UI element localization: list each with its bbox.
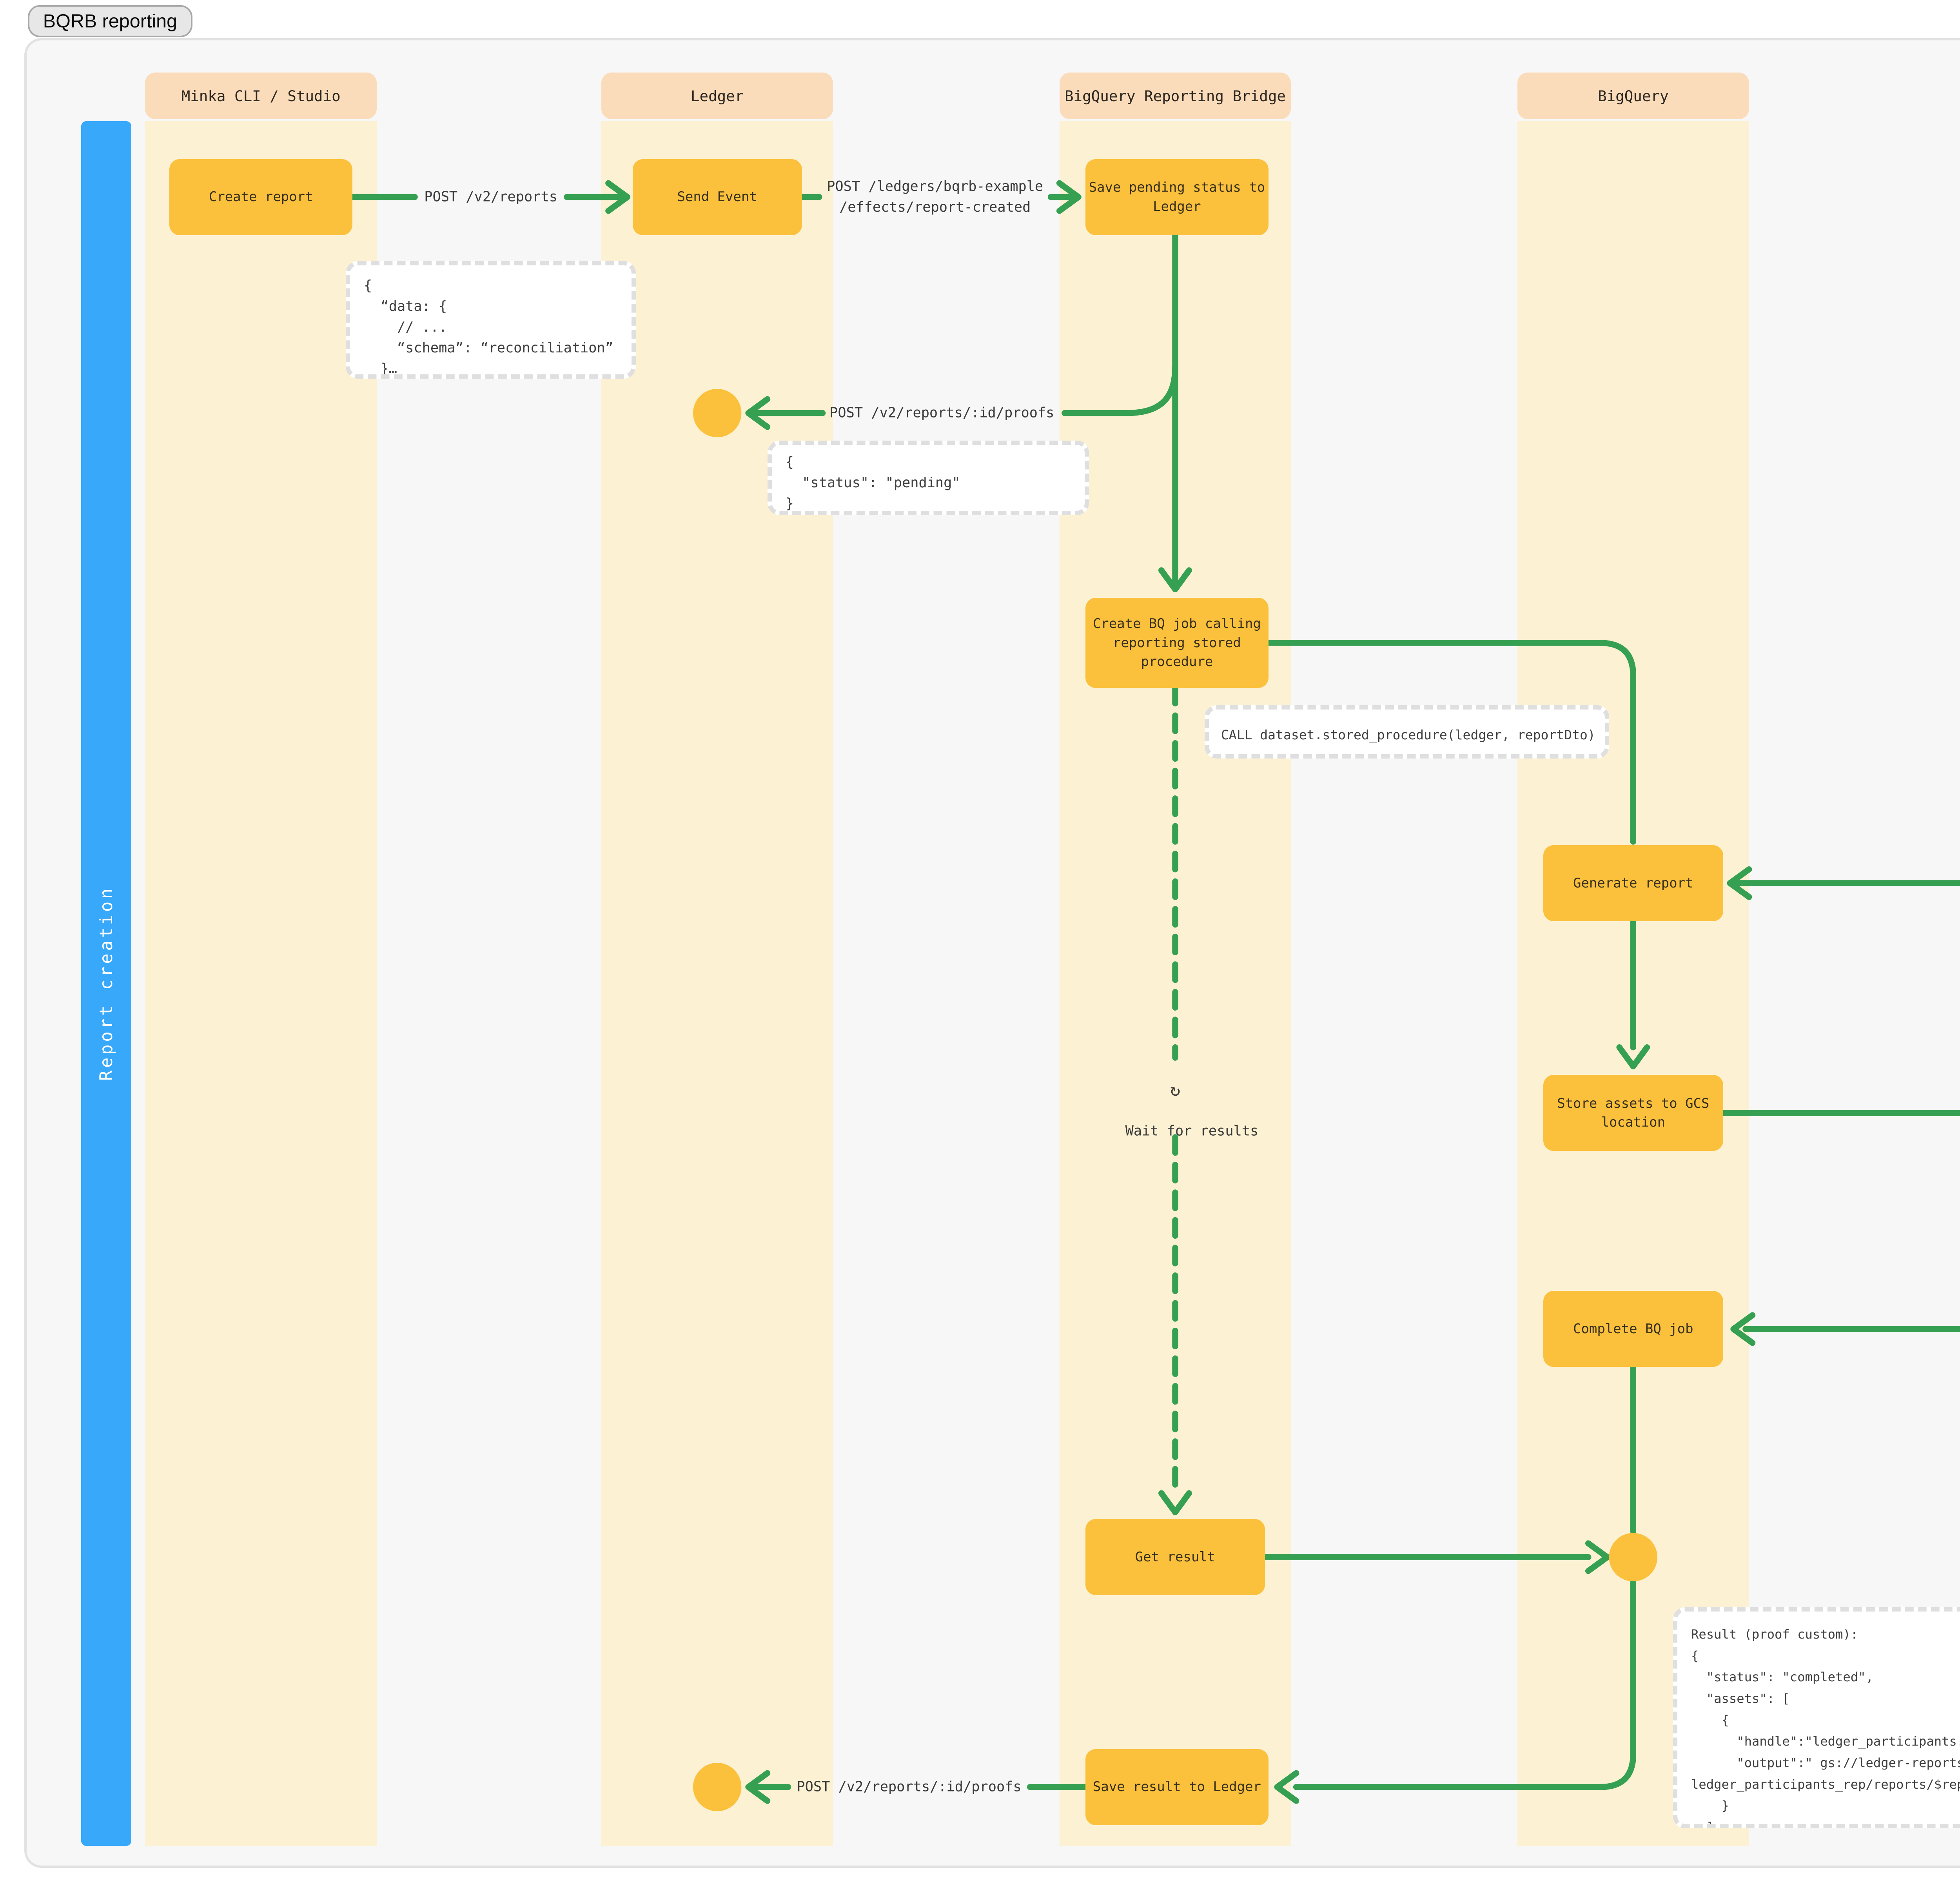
lane-ledger — [601, 121, 833, 1846]
participant-bigquery-reporting-bridge: BigQuery Reporting Bridge — [1059, 73, 1291, 120]
diagram-title-tag: BQRB reporting — [27, 5, 193, 37]
lane-bigquery — [1517, 121, 1749, 1846]
lane-minka-cli-studio — [145, 121, 377, 1846]
section-bar-report-creation: Report creation — [81, 121, 132, 1846]
node-generate-report: Generate report — [1543, 845, 1723, 921]
note-report-created-payload: { “data: { // ... “schema”: “reconciliat… — [345, 261, 636, 379]
message-post-effects-report-created: POST /ledgers/bqrb-example /effects/repo… — [827, 178, 1044, 215]
section-label: Report creation — [96, 886, 116, 1081]
message-wait-for-results: ↻ Wait for results — [1092, 1040, 1259, 1162]
loop-icon: ↻ — [1170, 1080, 1181, 1100]
message-post-proofs-result: POST /v2/reports/:id/proofs — [797, 1779, 1022, 1795]
participant-minka-cli-studio: Minka CLI / Studio — [145, 73, 377, 120]
node-store-assets: Store assets to GCS location — [1543, 1075, 1723, 1151]
node-save-result: Save result to Ledger — [1085, 1749, 1269, 1825]
note-call-stored-procedure: CALL dataset.stored_procedure(ledger, re… — [1204, 705, 1609, 759]
participant-bigquery: BigQuery — [1517, 73, 1749, 120]
node-get-result: Get result — [1085, 1519, 1265, 1595]
node-save-pending-status: Save pending status to Ledger — [1085, 159, 1269, 235]
node-create-report: Create report — [169, 159, 353, 235]
node-create-bq-job: Create BQ job calling reporting stored p… — [1085, 598, 1269, 688]
message-post-v2-reports: POST /v2/reports — [424, 189, 557, 205]
participant-ledger: Ledger — [601, 73, 833, 120]
note-pending-status: { "status": "pending" } — [767, 441, 1089, 515]
note-result-proof-custom: Result (proof custom): { "status": "comp… — [1673, 1607, 1960, 1829]
node-send-event: Send Event — [632, 159, 802, 235]
message-post-proofs-pending: POST /v2/reports/:id/proofs — [829, 405, 1054, 421]
wait-for-results-label: Wait for results — [1125, 1123, 1259, 1139]
node-complete-bq-job: Complete BQ job — [1543, 1291, 1723, 1367]
